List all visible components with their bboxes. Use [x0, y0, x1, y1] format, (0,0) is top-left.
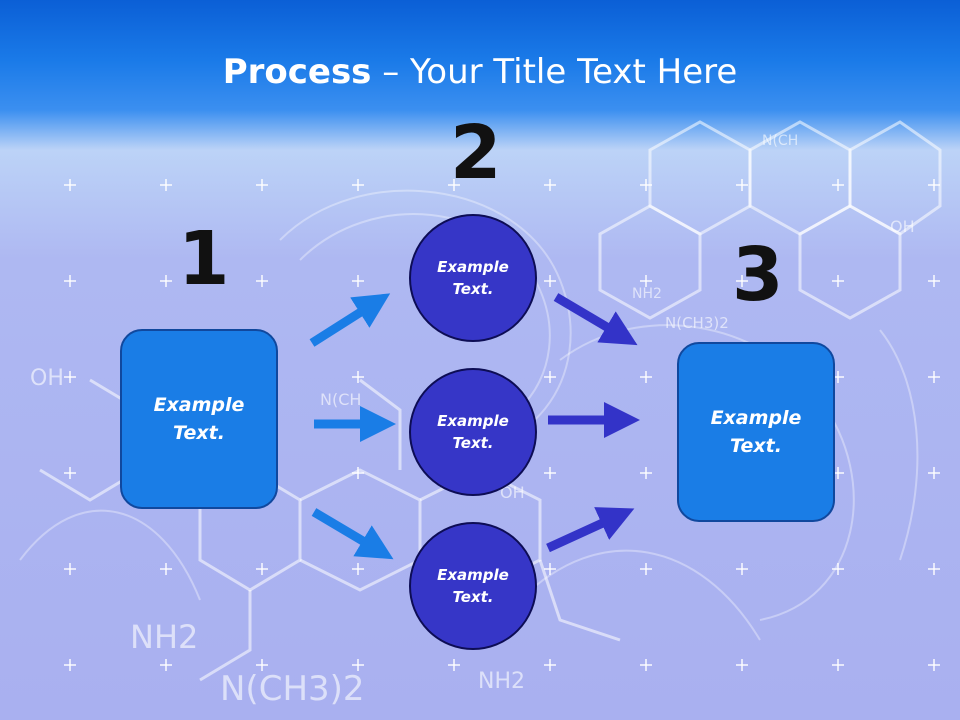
circle-middle-label: Example Text.: [437, 411, 509, 453]
bg-label-nh2-3: NH2: [478, 669, 525, 694]
arrow-to-circle-bottom: [311, 508, 394, 560]
step-1-box: Example Text.: [120, 329, 278, 509]
bg-label-oh: OH: [30, 366, 64, 391]
step-number-1: 1: [178, 216, 230, 302]
step-number-2: 2: [450, 110, 502, 196]
step-1-label: Example Text.: [153, 393, 245, 445]
step-number-3: 3: [732, 232, 784, 318]
step-3-label: Example Text.: [710, 406, 802, 458]
arrow-from-circle-bottom: [546, 507, 635, 553]
bg-label-oh-3: OH: [500, 483, 525, 502]
bg-label-nch3-3: N(CH: [762, 133, 798, 149]
bg-label-nch-2: N(CH: [320, 390, 361, 409]
title-bold: Process: [222, 52, 372, 92]
bg-label-nh2-2: NH2: [632, 286, 662, 302]
step-2-circle-bottom: Example Text.: [409, 522, 537, 650]
step-3-box: Example Text.: [677, 342, 835, 522]
arrow-from-circle-top: [553, 293, 638, 346]
arrow-to-circle-top: [309, 293, 391, 347]
bg-label-nh2: NH2: [130, 618, 198, 656]
bg-label-nch3-2: N(CH3)2: [665, 314, 729, 332]
circle-top-label: Example Text.: [437, 257, 509, 299]
circle-bottom-label: Example Text.: [437, 565, 509, 607]
bg-label-oh-2: OH: [890, 217, 915, 236]
step-2-circle-middle: Example Text.: [409, 368, 537, 496]
slide-title: Process – Your Title Text Here: [0, 52, 960, 92]
bg-label-nch3: N(CH3)2: [220, 669, 365, 709]
step-2-circle-top: Example Text.: [409, 214, 537, 342]
title-rest: – Your Title Text Here: [371, 52, 738, 92]
